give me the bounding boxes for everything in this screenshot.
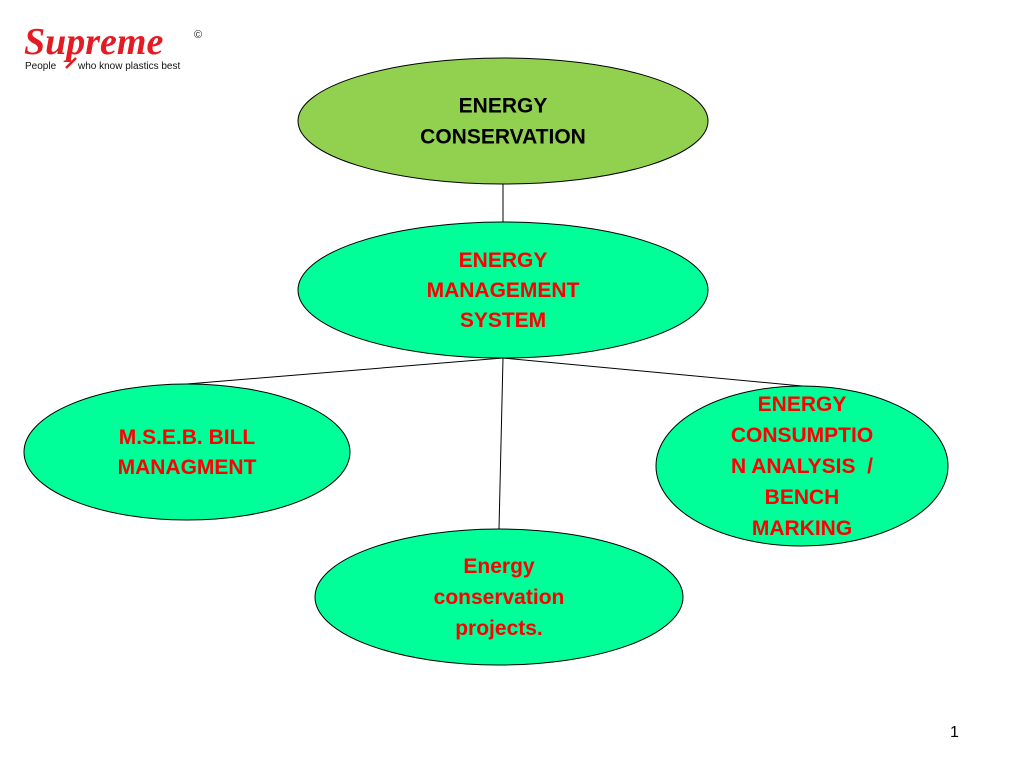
node-energy-conservation: ENERGY CONSERVATION [297,57,709,185]
node-energy-conservation-shape [297,57,709,185]
node-bill-line-0: M.S.E.B. BILL [119,426,256,449]
node-analysis-line-4: MARKING [752,517,852,540]
diagram-nodes: ENERGY CONSERVATION ENERGY MANAGEMENT SYSTE… [23,57,949,666]
logo-swoosh [65,57,77,69]
node-analysis-line-0: ENERGY [758,393,847,416]
supreme-logo: Supreme © People who know plastics best [24,21,202,72]
logo-copyright-mark: © [194,29,202,41]
logo-brand: Supreme [24,21,163,63]
edge-ems-bill [186,357,504,385]
node-projects-line-2: projects. [455,617,543,640]
node-bill-line-1: MANAGMENT [118,456,257,479]
node-energy-projects-label: Energy conservation projects. [434,555,565,640]
node-analysis-line-1: CONSUMPTIO [731,424,873,447]
edge-ems-analysis [502,357,803,387]
node-projects-line-0: Energy [463,555,535,578]
node-ems-line-1: MANAGEMENT [427,279,580,302]
node-energy-conservation-label: ENERGY CONSERVATION [420,95,586,149]
node-analysis-line-3: BENCH [765,486,840,509]
edge-ems-projects [498,357,504,530]
logo-tagline-right: who know plastics best [77,61,180,72]
page-number: 1 [950,724,959,741]
node-consumption-analysis-shape [655,385,949,547]
node-bill-management-shape [23,383,351,521]
node-energy-management-system-label: ENERGY MANAGEMENT SYSTEM [427,249,580,332]
node-bill-management: M.S.E.B. BILL MANAGMENT [23,383,351,521]
node-analysis-line-2: N ANALYSIS / [731,455,873,478]
logo-tagline-left: People [25,61,57,72]
node-root-line-1: CONSERVATION [420,126,586,149]
node-bill-management-label: M.S.E.B. BILL MANAGMENT [118,426,257,479]
node-energy-projects: Energy conservation projects. [314,528,684,666]
node-root-line-0: ENERGY [459,95,548,118]
connector-lines [186,184,803,530]
node-consumption-analysis-label: ENERGY CONSUMPTIO N ANALYSIS / BENCH MARKING [731,393,873,540]
node-ems-line-0: ENERGY [459,249,548,272]
node-consumption-analysis: ENERGY CONSUMPTIO N ANALYSIS / BENCH MARKING [655,385,949,547]
node-ems-line-2: SYSTEM [460,309,546,332]
node-projects-line-1: conservation [434,586,565,609]
node-energy-management-system: ENERGY MANAGEMENT SYSTEM [297,221,709,359]
node-energy-management-system-shape [297,221,709,359]
node-energy-projects-shape [314,528,684,666]
